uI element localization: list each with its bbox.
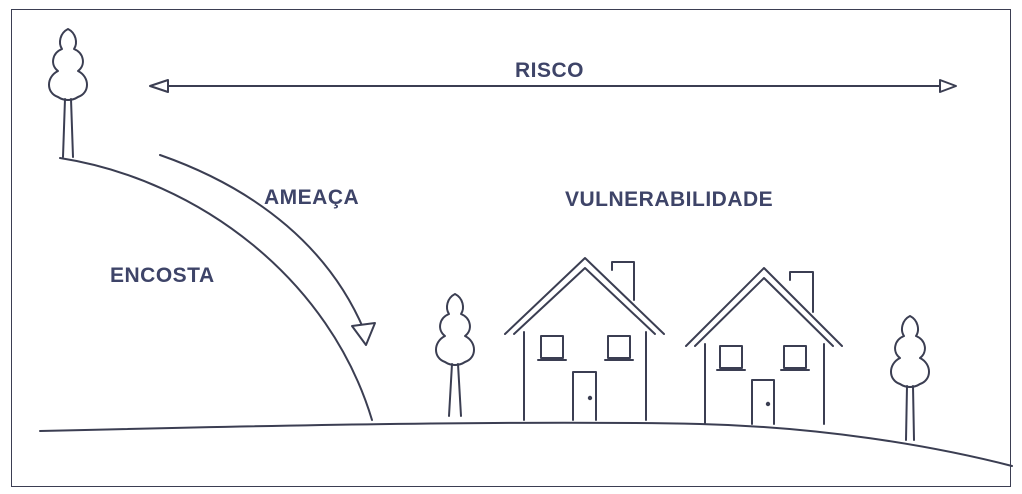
- house-icon: [685, 267, 843, 425]
- ground-line: [39, 421, 1013, 467]
- risk-label: RISCO: [515, 59, 585, 82]
- vulnerability-label: VULNERABILIDADE: [565, 188, 774, 211]
- hill-slope: [59, 157, 373, 421]
- risk-double-arrow-icon: [149, 79, 957, 93]
- slope-label: ENCOSTA: [110, 264, 215, 287]
- diagram-frame: [11, 9, 1011, 487]
- curved-arrow-icon: [159, 154, 376, 346]
- tree-icon: [48, 28, 88, 158]
- house-icon: [504, 257, 665, 421]
- threat-label: AMEAÇA: [264, 186, 360, 209]
- tree-icon: [890, 315, 930, 441]
- tree-icon: [435, 293, 475, 417]
